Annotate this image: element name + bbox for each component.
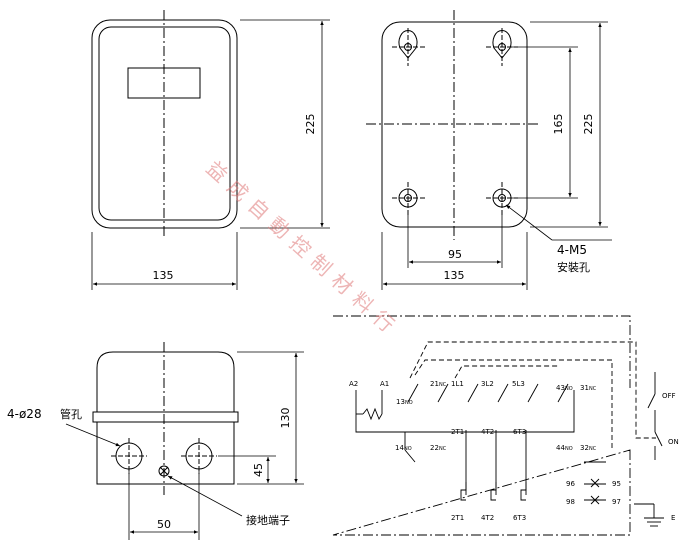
terminal-label: 43 (556, 384, 565, 392)
hole-spec-label: 4-M5 (557, 243, 587, 257)
ground-label: E (671, 514, 675, 522)
terminal-label: 98 (566, 498, 575, 506)
mount-hole (392, 182, 426, 215)
terminal-label: 95 (612, 480, 621, 488)
terminal-label: 1L1 (451, 380, 464, 388)
terminal-label: 22 (430, 444, 439, 452)
front-inner-body (98, 26, 231, 221)
front-width-label: 135 (153, 269, 174, 282)
terminal-label: A1 (380, 380, 389, 388)
hole-spacing-x-label: 95 (448, 248, 462, 261)
terminal-label: A2 (349, 380, 358, 388)
mount-view (366, 10, 612, 290)
conduit-spec-label: 4-ø28 (7, 407, 42, 421)
side-flange (92, 411, 239, 423)
mount-hole (486, 28, 518, 66)
terminal-tag: NO (404, 446, 412, 452)
side-base (96, 421, 235, 485)
terminal-label: 32 (580, 444, 589, 452)
terminal-label: 21 (430, 380, 439, 388)
ground-terminal (158, 465, 170, 477)
ground-caption-label: 接地端子 (246, 514, 290, 527)
side-height-label: 130 (279, 408, 292, 429)
terminal-label: 44 (556, 444, 565, 452)
hole-caption-label: 安裝孔 (557, 260, 590, 274)
terminal-label: 5L3 (512, 380, 525, 388)
side-cover (96, 351, 235, 412)
mount-hole (486, 182, 518, 215)
terminal-label: 6T3 (513, 428, 526, 436)
terminal-tag: NC (439, 446, 447, 452)
terminal-label: 31 (580, 384, 589, 392)
mount-hole (392, 28, 426, 66)
terminal-label: 6T3 (513, 514, 526, 522)
terminal-label: 13 (396, 398, 405, 406)
side-offset-label: 45 (252, 463, 265, 477)
terminal-label: 14 (395, 444, 404, 452)
watermark: 益成自動控制材料行 (202, 156, 405, 342)
mount-width-label: 135 (444, 269, 465, 282)
terminal-tag: NC (589, 446, 597, 452)
conduit-hole (111, 438, 147, 474)
side-spacing-label: 50 (157, 518, 171, 531)
wiring-frame (332, 315, 631, 536)
hole-spacing-y-label: 165 (552, 114, 565, 135)
terminal-label: 3L2 (481, 380, 494, 388)
front-view (91, 10, 330, 290)
terminal-label: 96 (566, 480, 575, 488)
front-height-label: 225 (304, 114, 317, 135)
terminal-label: 97 (612, 498, 621, 506)
terminal-tag: NO (565, 446, 573, 452)
side-view (65, 342, 304, 540)
switch-on-label: ON (668, 438, 679, 446)
coil-symbol (362, 407, 383, 421)
conduit-caption-label: 管孔 (60, 407, 82, 421)
terminal-tag: NO (565, 386, 573, 392)
wiring-diagram (332, 315, 664, 536)
switch-off-label: OFF (662, 392, 676, 400)
terminal-tag: NO (405, 400, 413, 406)
terminal-label: 2T1 (451, 514, 464, 522)
terminal-label: 4T2 (481, 428, 494, 436)
terminal-label: 4T2 (481, 514, 494, 522)
mount-height-label: 225 (582, 114, 595, 135)
terminal-label: 2T1 (451, 428, 464, 436)
terminal-tag: NC (589, 386, 597, 392)
conduit-hole (181, 438, 217, 474)
terminal-tag: NC (439, 382, 447, 388)
